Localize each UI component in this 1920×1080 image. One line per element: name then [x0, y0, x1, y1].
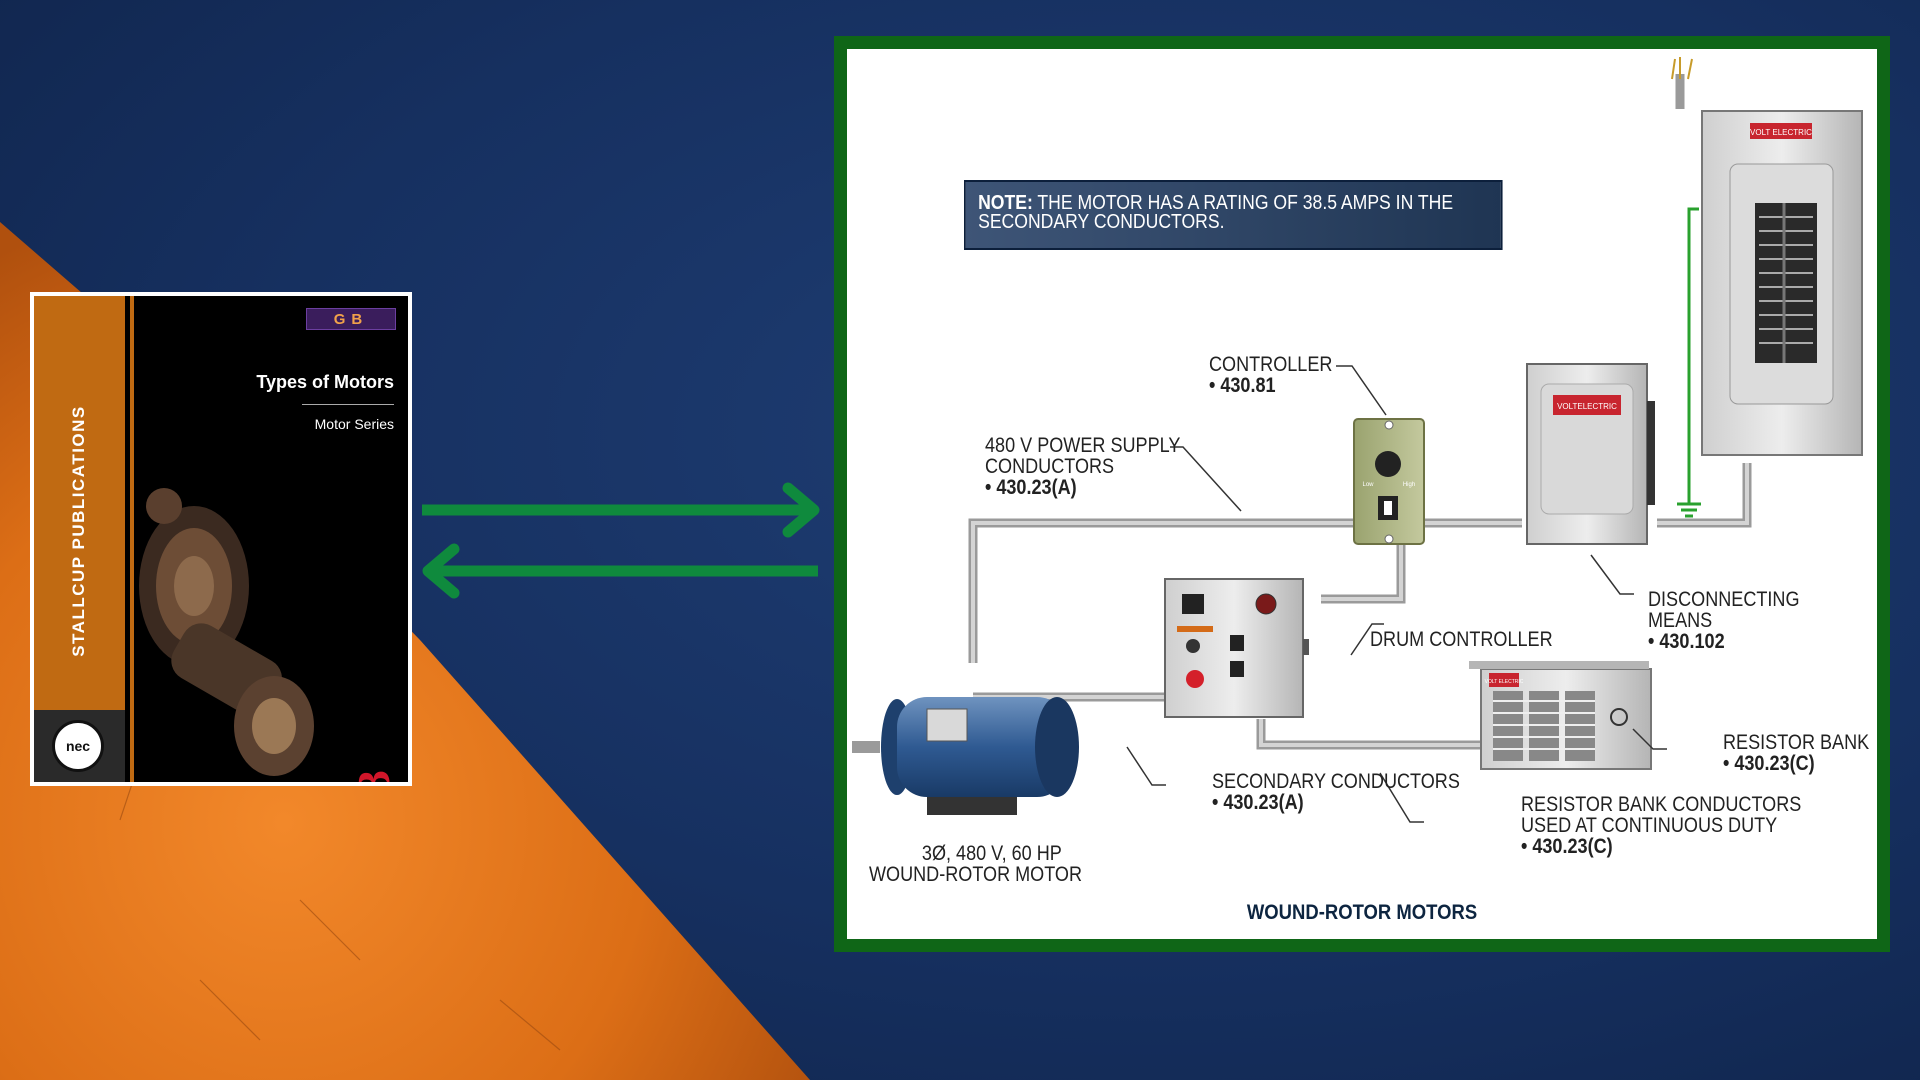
spine-text: STALLCUP PUBLICATIONS: [69, 405, 88, 657]
resistor-conductors-line2: USED AT CONTINUOUS DUTY: [1521, 814, 1778, 837]
book-spine: STALLCUP PUBLICATIONS: [34, 296, 125, 782]
drum-controller-text: DRUM CONTROLLER: [1370, 628, 1553, 651]
diagram-caption: WOUND-ROTOR MOTORS: [1246, 901, 1478, 924]
wound-rotor-diagram: VOLT ELECTRIC VOLTELECTRIC VOLT ELECTRIC Lo…: [834, 36, 1890, 952]
gb-logo: GB: [306, 308, 396, 330]
resistor-conductors-line1: RESISTOR BANK CONDUCTORS: [1521, 793, 1802, 816]
ground-icon: [1677, 207, 1701, 518]
power-supply-ref: • 430.23(A): [985, 476, 1077, 499]
book-title-rule: [302, 404, 394, 405]
motor-line2: WOUND-ROTOR MOTOR: [869, 863, 1083, 886]
controller-dial-low: Low: [1362, 482, 1374, 488]
disconnect-line2: MEANS: [1648, 609, 1713, 632]
book-title: Types of Motors: [256, 372, 394, 392]
power-supply-label: 480 V POWER SUPPLY CONDUCTORS • 430.23(A…: [985, 435, 1180, 498]
secondary-conductors-ref: • 430.23(A): [1212, 791, 1304, 814]
disconnect-brand-label: VOLTELECTRIC: [1557, 402, 1617, 411]
resistor-conductors-label: RESISTOR BANK CONDUCTORS USED AT CONTINU…: [1521, 794, 1801, 857]
book-cover[interactable]: STALLCUP PUBLICATIONS nec GB Types of Mo…: [30, 292, 412, 786]
note-box: NOTE: THE MOTOR HAS A RATING OF 38.5 AMP…: [964, 180, 1503, 250]
disconnect-line1: DISCONNECTING: [1648, 588, 1800, 611]
leader-lines: [1126, 365, 1667, 823]
bidirectional-arrows: [422, 482, 820, 599]
diagram-drawing: VOLT ELECTRIC VOLTELECTRIC VOLT ELECTRIC Lo…: [852, 57, 1863, 823]
controller-label-text: CONTROLLER: [1209, 353, 1333, 376]
book-cover-inner: STALLCUP PUBLICATIONS nec GB Types of Mo…: [34, 296, 408, 782]
power-supply-line2: CONDUCTORS: [985, 455, 1115, 478]
spine-footer: nec: [34, 710, 125, 782]
drum-controller-box: [1164, 578, 1309, 718]
controller-box: [1353, 418, 1425, 545]
secondary-conductors-text: SECONDARY CONDUCTORS: [1212, 770, 1460, 793]
secondary-conductors-label: SECONDARY CONDUCTORS • 430.23(A): [1212, 771, 1460, 813]
resistor-bank-text: RESISTOR BANK: [1723, 731, 1870, 754]
book-divider: [130, 296, 134, 782]
conduit-highlights: [971, 463, 1749, 747]
note-text: THE MOTOR HAS A RATING OF 38.5 AMPS IN T…: [978, 192, 1454, 233]
motor-label: 3Ø, 480 V, 60 HP WOUND-ROTOR MOTOR: [869, 843, 1082, 885]
motor-artwork-image: [139, 488, 314, 776]
motor-line1: 3Ø, 480 V, 60 HP: [921, 842, 1062, 865]
disconnect-ref: • 430.102: [1648, 630, 1725, 653]
note-label: NOTE:: [978, 192, 1033, 214]
controller-ref: • 430.81: [1209, 374, 1276, 397]
service-panel: [1671, 57, 1863, 456]
book-year: 2023: [347, 770, 400, 782]
controller-label: CONTROLLER • 430.81: [1209, 354, 1332, 396]
resistor-conductors-ref: • 430.23(C): [1521, 835, 1613, 858]
motor-image: [852, 697, 1079, 815]
resistor-bank: [1469, 661, 1652, 770]
power-supply-line1: 480 V POWER SUPPLY: [985, 434, 1181, 457]
resistor-bank-label: RESISTOR BANK • 430.23(C): [1723, 732, 1869, 774]
drum-controller-label: DRUM CONTROLLER: [1370, 629, 1553, 650]
arrow-left-icon: [422, 543, 818, 599]
resistor-brand-label: VOLT ELECTRIC: [1485, 679, 1524, 685]
nec-logo-icon: nec: [52, 720, 104, 772]
panel-brand-label: VOLT ELECTRIC: [1750, 128, 1812, 137]
arrow-right-icon: [422, 482, 820, 538]
disconnect-label: DISCONNECTING MEANS • 430.102: [1648, 589, 1800, 652]
resistor-bank-ref: • 430.23(C): [1723, 752, 1815, 775]
disconnect-switch: [1526, 363, 1655, 545]
book-subtitle: Motor Series: [314, 416, 394, 432]
controller-dial-high: High: [1403, 482, 1415, 488]
